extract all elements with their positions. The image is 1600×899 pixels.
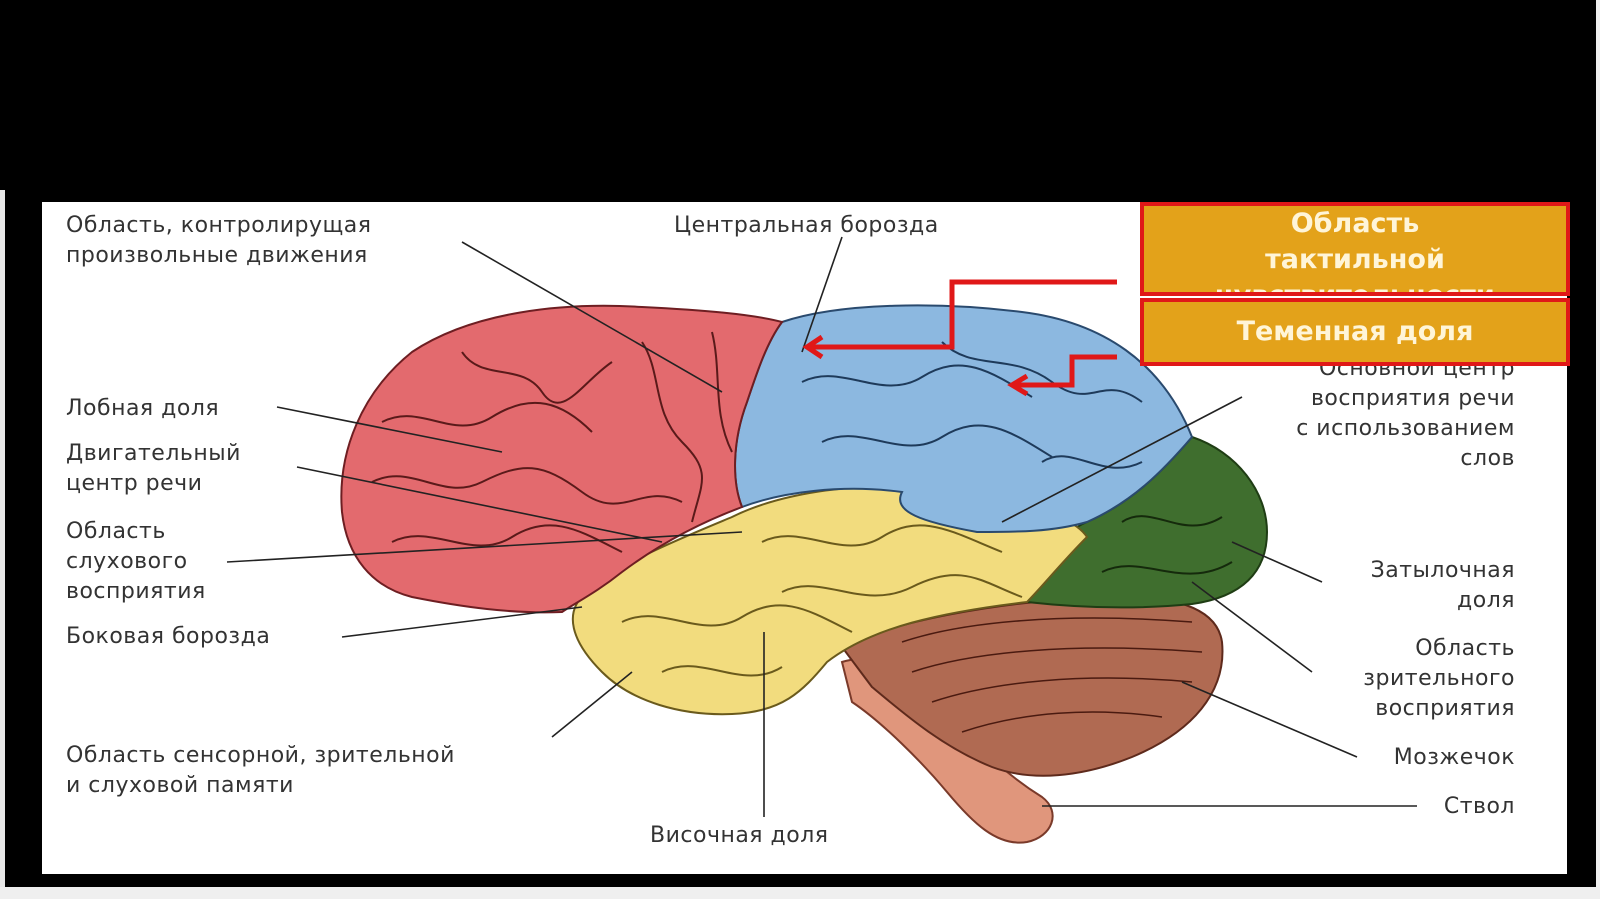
label-voluntary-movement-2: произвольные движения <box>66 243 368 268</box>
label-speech-center-2: восприятия речи <box>1311 386 1515 411</box>
leader-lines <box>226 236 1417 817</box>
label-auditory-3: восприятия <box>66 579 206 604</box>
label-memory-2: и слуховой памяти <box>66 773 294 798</box>
label-speech-center-4: слов <box>1460 446 1515 471</box>
frontal-gyri <box>371 331 733 553</box>
label-brainstem: Ствол <box>1444 794 1515 819</box>
label-auditory-1: Область <box>66 519 166 544</box>
right-edge-strip <box>1596 0 1600 899</box>
label-memory-1: Область сенсорной, зрительной <box>66 743 455 768</box>
label-occipital-1: Затылочная <box>1371 558 1515 583</box>
brain-diagram: Область, контролирущая произвольные движ… <box>66 213 1515 848</box>
label-speech-center-3: с использованием <box>1296 416 1515 441</box>
brain-illustration <box>340 304 1269 844</box>
label-visual-1: Область <box>1415 636 1515 661</box>
label-motor-speech-2: центр речи <box>66 471 202 496</box>
temporal-gyri <box>621 524 1023 677</box>
tactile-box-line1: Область <box>1290 208 1420 239</box>
parietal-box-label: Теменная доля <box>1236 316 1474 347</box>
label-motor-speech-1: Двигательный <box>66 441 241 466</box>
left-edge-strip <box>0 190 5 899</box>
tactile-box-line3: чувствительности <box>1215 280 1495 296</box>
label-frontal-lobe: Лобная доля <box>66 396 219 421</box>
tactile-box-line2: тактильной <box>1265 244 1445 275</box>
bottom-edge-strip <box>0 887 1600 899</box>
occipital-gyri <box>1101 515 1233 575</box>
parietal-lobe-box: Теменная доля <box>1140 298 1570 366</box>
label-occipital-2: доля <box>1457 588 1515 613</box>
highlight-arrows <box>802 279 1117 397</box>
cerebellum-folia <box>901 617 1203 733</box>
label-cerebellum: Мозжечок <box>1394 745 1515 770</box>
tactile-sensitivity-box: Область тактильной чувствительности <box>1140 202 1570 296</box>
parietal-gyri <box>801 341 1143 469</box>
label-visual-2: зрительного <box>1363 666 1515 691</box>
label-central-sulcus: Центральная борозда <box>674 213 939 238</box>
label-lateral-sulcus: Боковая борозда <box>66 624 270 649</box>
label-auditory-2: слухового <box>66 549 188 574</box>
label-temporal-lobe: Височная доля <box>650 823 829 848</box>
label-visual-3: восприятия <box>1375 696 1515 721</box>
label-voluntary-movement-1: Область, контролирущая <box>66 213 371 238</box>
